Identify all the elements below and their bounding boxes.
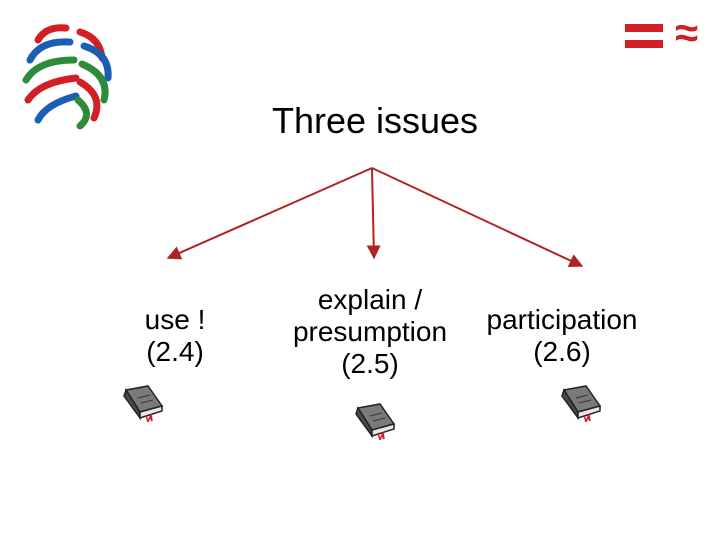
arrow-to-use — [166, 167, 373, 260]
wto-logo-icon — [22, 24, 112, 130]
arrow-to-explain — [366, 167, 381, 260]
book-icon[interactable] — [350, 402, 400, 440]
arrow-to-participation — [371, 167, 584, 268]
branch-label-participation: participation (2.6) — [486, 304, 638, 367]
equals-icon — [623, 20, 665, 52]
book-icon[interactable] — [556, 384, 606, 422]
header-symbols: ≈ — [623, 9, 698, 58]
book-icon[interactable] — [118, 384, 168, 422]
approx-icon: ≈ — [674, 9, 698, 56]
slide-title: Three issues — [271, 100, 479, 141]
branch-label-use: use ! (2.4) — [144, 304, 206, 367]
branch-label-explain: explain / presumption (2.5) — [292, 284, 448, 379]
